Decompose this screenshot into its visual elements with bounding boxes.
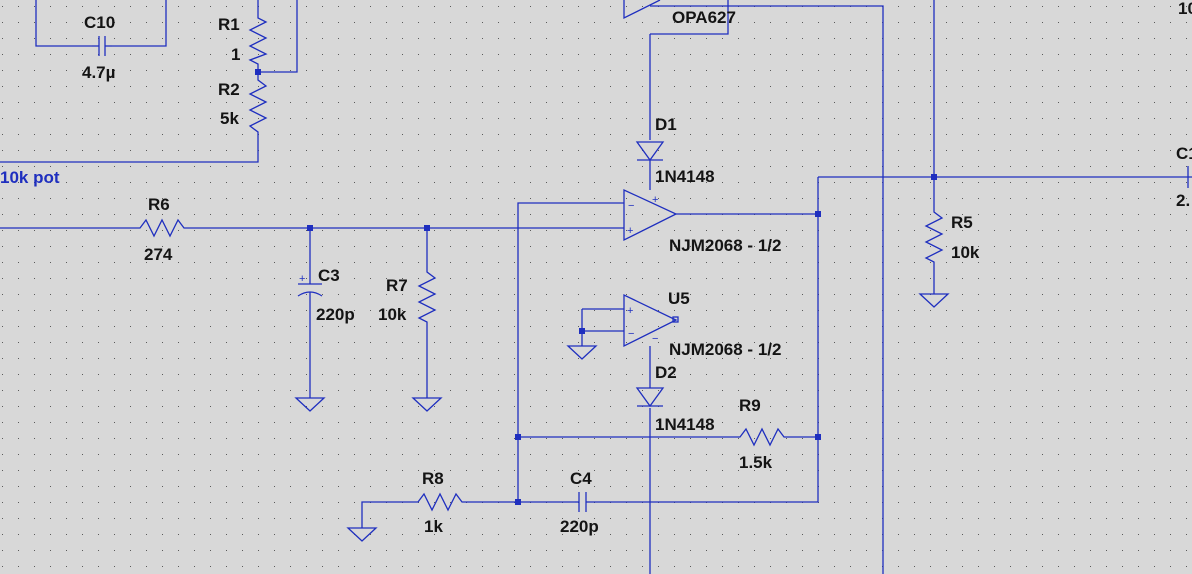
resistor-r9[interactable] — [735, 427, 787, 447]
r1-value: 1 — [231, 45, 240, 64]
r8-value: 1k — [424, 517, 443, 536]
d2-value: 1N4148 — [655, 415, 715, 434]
r9-value: 1.5k — [739, 453, 773, 472]
resistor-r5[interactable] — [924, 206, 944, 264]
edge-label-fragment: 10 — [1178, 0, 1192, 18]
ground-u5 — [566, 345, 598, 360]
capacitor-c10[interactable] — [92, 36, 112, 56]
edge-cap-value: 2. — [1176, 191, 1190, 210]
u5-value: NJM2068 - 1/2 — [669, 340, 781, 359]
r6-ref: R6 — [148, 195, 170, 214]
r7-value: 10k — [378, 305, 407, 324]
resistor-r7[interactable] — [417, 265, 437, 328]
c3-value: 220p — [316, 305, 355, 324]
r7-ref: R7 — [386, 276, 408, 295]
net-label-pot: 10k pot — [0, 168, 60, 187]
ground-r5 — [918, 293, 950, 308]
r5-ref: R5 — [951, 213, 973, 232]
r5-value: 10k — [951, 243, 980, 262]
c10-ref: C10 — [84, 13, 115, 32]
ground-r8 — [346, 527, 378, 542]
resistor-r2[interactable] — [248, 72, 268, 146]
capacitor-c4[interactable] — [575, 492, 590, 512]
opamp-top-value: OPA627 — [672, 8, 736, 27]
c10-value: 4.7µ — [82, 63, 115, 82]
c4-ref: C4 — [570, 469, 592, 488]
opamp-minus-mark: − — [628, 200, 634, 212]
r8-ref: R8 — [422, 469, 444, 488]
r1-ref: R1 — [218, 15, 240, 34]
grid-dots — [2, 6, 1187, 567]
d2-ref: D2 — [655, 363, 677, 382]
opamp-u5-njm2068[interactable]: + − − — [623, 293, 679, 348]
u5-plus-mark: + — [627, 305, 633, 317]
r2-ref: R2 — [218, 80, 240, 99]
r9-ref: R9 — [739, 396, 761, 415]
d1-ref: D1 — [655, 115, 677, 134]
c3-ref: C3 — [318, 266, 340, 285]
u5-ref: U5 — [668, 289, 690, 308]
labels: C10 4.7µ R1 1 R2 5k 10k pot R6 274 C3 22… — [0, 0, 1192, 536]
resistor-r8[interactable] — [413, 492, 466, 512]
opamp-main-njm2068[interactable]: − + + — [623, 188, 678, 242]
opamp-plus-mark: + — [627, 225, 633, 237]
opamp-vplus-mark: + — [652, 194, 658, 206]
diode-d1[interactable] — [635, 141, 665, 162]
d1-value: 1N4148 — [655, 167, 715, 186]
ground-r7 — [411, 397, 443, 412]
ground-c3 — [294, 397, 326, 412]
u5-minus-mark: − — [628, 328, 634, 340]
c3-plus-mark: + — [299, 273, 305, 285]
c4-value: 220p — [560, 517, 599, 536]
resistor-r6[interactable] — [134, 218, 186, 238]
capacitor-c3[interactable]: + — [297, 273, 323, 298]
opamp-main-value: NJM2068 - 1/2 — [669, 236, 781, 255]
u5-vminus-mark: − — [652, 333, 658, 345]
resistor-r1[interactable] — [248, 14, 268, 72]
r6-value: 274 — [144, 245, 173, 264]
edge-cap-ref: C1 — [1176, 144, 1192, 163]
r2-value: 5k — [220, 109, 239, 128]
opamp-top-opa627[interactable] — [623, 0, 661, 20]
diode-d2[interactable] — [635, 387, 665, 408]
